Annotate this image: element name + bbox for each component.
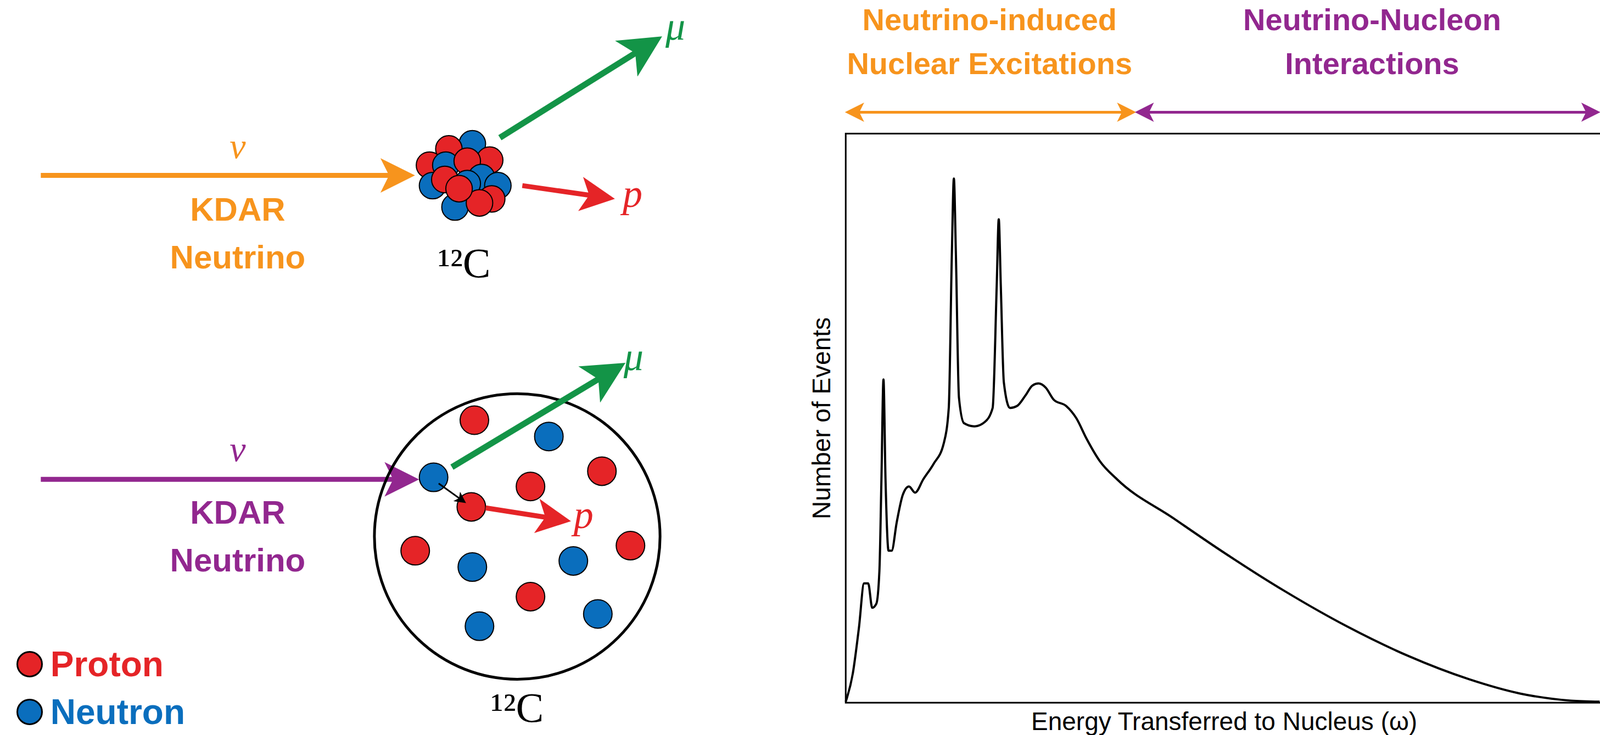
neutrino-arrow xyxy=(40,172,408,178)
nucleon xyxy=(516,582,545,612)
symbol-label: p xyxy=(622,171,643,217)
nucleon xyxy=(400,536,430,565)
symbol-label: p xyxy=(573,492,594,539)
heading-label: Neutrino-induced Nuclear Excitations xyxy=(813,0,1166,86)
nucleon xyxy=(516,472,545,501)
legend-entry: Proton xyxy=(16,642,164,687)
nucleus-cluster xyxy=(416,130,512,221)
symbol-label: ν xyxy=(229,125,246,167)
muon-arrow xyxy=(499,40,655,138)
nucleon xyxy=(558,546,588,576)
nucleon xyxy=(616,531,645,561)
legend-swatch xyxy=(16,698,43,726)
heading-label: Neutrino-Nucleon Interactions xyxy=(1207,0,1537,86)
nucleons xyxy=(400,405,645,641)
nucleus-node: ¹²C xyxy=(488,685,546,730)
axis-label: Energy Transferred to Nucleus (ω) xyxy=(1031,706,1418,735)
legend-text: Proton xyxy=(50,644,164,685)
legend-swatch xyxy=(16,651,43,678)
nucleon xyxy=(465,612,494,641)
symbol-label: μ xyxy=(623,334,644,380)
legend-text: Neutron xyxy=(50,691,186,733)
neutrino-arrow xyxy=(40,477,412,483)
plot-frame xyxy=(845,133,1600,703)
nucleon xyxy=(534,422,564,451)
symbol-label: μ xyxy=(665,3,686,50)
nucleus-label: ¹²C xyxy=(490,686,544,729)
exchange-arrow xyxy=(438,483,464,502)
nucleon xyxy=(587,456,617,486)
heading-label: KDAR Neutrino xyxy=(147,185,329,282)
axis-label: Number of Events xyxy=(806,317,836,520)
nucleus-node: ¹²C xyxy=(435,241,493,285)
spectrum-curve xyxy=(845,178,1600,702)
nucleon xyxy=(456,492,486,522)
nucleon xyxy=(445,175,473,203)
proton-arrow xyxy=(522,185,608,198)
proton-arrow xyxy=(485,507,564,520)
range-arrow xyxy=(1138,110,1597,114)
heading-label: KDAR Neutrino xyxy=(147,488,329,585)
nucleon xyxy=(460,405,489,435)
nucleus-label: ¹²C xyxy=(437,242,491,284)
muon-arrow xyxy=(451,367,619,468)
nucleon xyxy=(457,552,487,582)
range-arrow xyxy=(848,110,1133,114)
nucleus-outline xyxy=(374,393,660,680)
symbol-label: ν xyxy=(229,428,246,471)
nucleon xyxy=(583,600,613,629)
legend-entry: Neutron xyxy=(16,690,186,735)
